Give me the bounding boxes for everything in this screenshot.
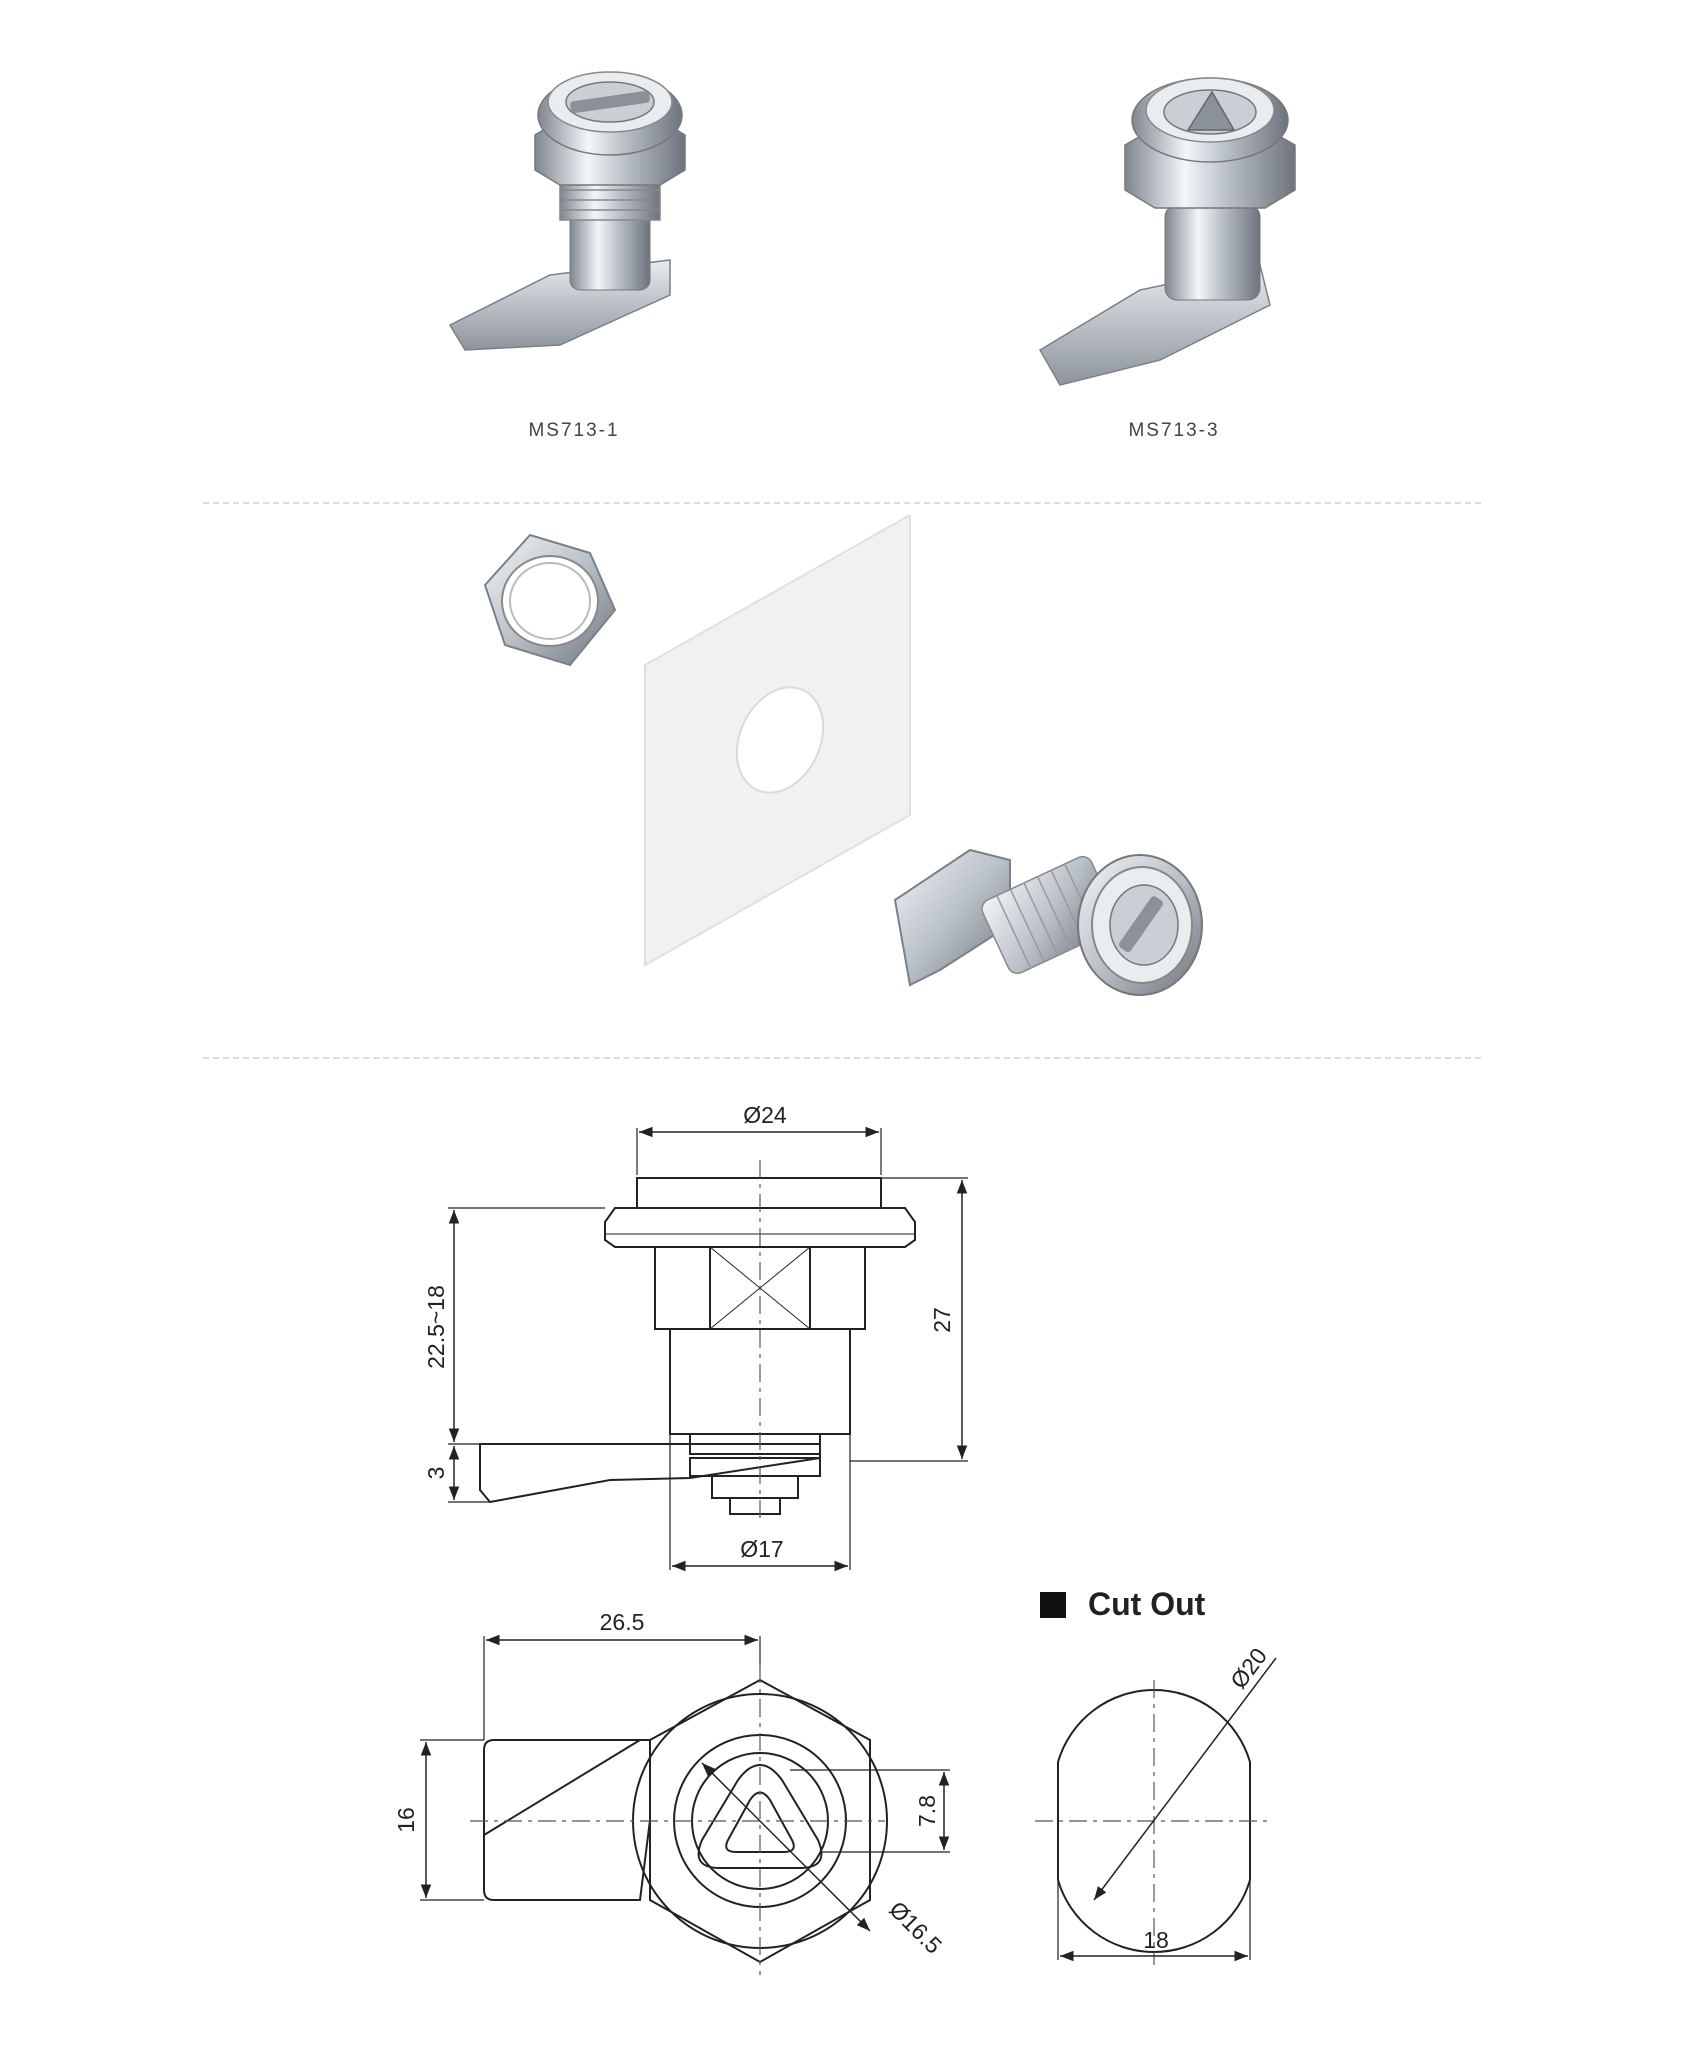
square-bullet-icon bbox=[1040, 1591, 1066, 1618]
section-divider bbox=[203, 1057, 1481, 1059]
dim-total-height: 27 bbox=[929, 1307, 955, 1333]
dim-body-diameter: Ø17 bbox=[740, 1536, 783, 1562]
section-divider bbox=[203, 502, 1481, 504]
dim-cam-length: 26.5 bbox=[600, 1609, 645, 1635]
dim-cam-thickness: 3 bbox=[423, 1467, 449, 1480]
dim-thickness-range: 22.5~18 bbox=[423, 1285, 449, 1369]
product-render-ms713-3 bbox=[1038, 77, 1296, 386]
dim-cam-width: 16 bbox=[393, 1807, 419, 1833]
hex-nut-icon bbox=[483, 533, 617, 667]
dim-triangle-key: 7.8 bbox=[914, 1795, 940, 1827]
product-label-ms713-3: MS713-3 bbox=[1128, 420, 1220, 441]
mounting-panel-icon bbox=[644, 515, 911, 967]
cutout-title-text: Cut Out bbox=[1088, 1586, 1206, 1622]
product-render-ms713-1 bbox=[448, 71, 686, 351]
product-label-ms713-1: MS713-1 bbox=[528, 420, 620, 441]
dim-cutout-diameter: Ø20 bbox=[1225, 1643, 1272, 1693]
assembly-exploded-view bbox=[483, 515, 1203, 996]
dim-inner-diameter: Ø16.5 bbox=[884, 1896, 947, 1959]
dim-head-diameter: Ø24 bbox=[743, 1102, 787, 1128]
cutout-title: Cut Out bbox=[1040, 1586, 1205, 1623]
lock-body-icon bbox=[893, 848, 1203, 996]
dim-cutout-flat-width: 18 bbox=[1143, 1927, 1169, 1953]
